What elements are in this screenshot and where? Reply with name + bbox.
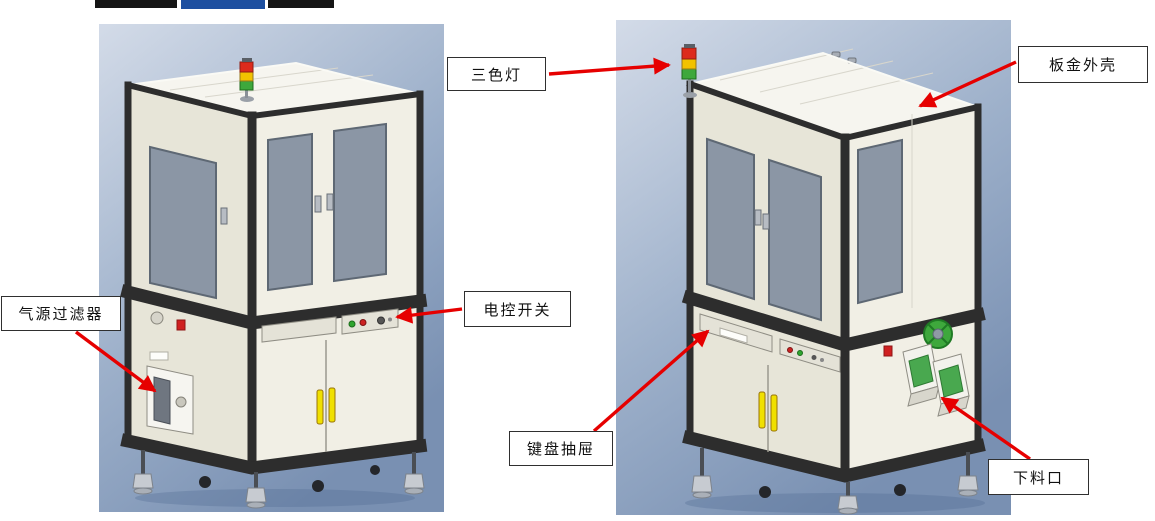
filter-dial: [175, 396, 187, 408]
door-handle-yellow: [770, 394, 778, 432]
door-handle-tab: [326, 193, 334, 211]
label-keyboard-drawer: 键盘抽屉: [509, 431, 613, 466]
top-face-seams: [719, 48, 934, 105]
label-discharge-outlet: 下料口: [988, 459, 1089, 495]
window-door-left-2: [768, 158, 822, 322]
air-filter-unit: [146, 311, 194, 435]
window-door-front-2: [333, 122, 387, 283]
door-handle-tab: [762, 213, 770, 230]
red-switch: [176, 319, 186, 331]
door-handle-tab: [314, 195, 322, 213]
indicator-dot: [388, 317, 392, 322]
cropped-heading-fragment-blue: [181, 0, 265, 9]
keyboard-drawer: [699, 313, 773, 353]
label-tricolor-light: 三色灯: [447, 57, 546, 91]
window-door-left-face: [149, 145, 217, 300]
arrow-tricolor-light: [548, 57, 671, 76]
sheet-metal-frame: [120, 61, 428, 475]
machine-rear-view: [681, 44, 986, 515]
door-handle-tab: [754, 209, 762, 226]
ground-shadow: [685, 493, 985, 513]
fan-icon: [923, 319, 953, 349]
machine-front-view: [120, 58, 428, 509]
drawer-label: [719, 327, 748, 344]
arrow-discharge-outlet: [940, 396, 1031, 461]
red-switch: [883, 345, 893, 357]
door-handle-yellow: [758, 391, 766, 429]
arrow-air-filter: [74, 330, 157, 393]
green-button: [348, 320, 356, 328]
arrow-sheet-metal-shell: [918, 60, 1017, 108]
window-door-left-1: [706, 137, 755, 301]
door-handle-tab: [220, 207, 228, 225]
cropped-heading-fragment: [268, 0, 334, 8]
electric-control-switch-panel: [341, 308, 399, 335]
label-air-filter: 气源过滤器: [1, 296, 121, 331]
arrow-keyboard-drawer: [592, 329, 710, 433]
filter-bowl: [153, 376, 171, 425]
callout-arrows: [74, 57, 1031, 461]
door-handle-yellow: [316, 389, 324, 425]
front-drawer-strip: [261, 316, 337, 343]
arrow-electric-switch: [395, 306, 463, 324]
label-sheet-metal-shell: 板金外壳: [1018, 46, 1148, 83]
pressure-gauge: [150, 311, 164, 325]
tricolor-light-icon: [681, 44, 697, 98]
cropped-heading-fragment: [95, 0, 177, 8]
key-switch: [811, 355, 817, 360]
ground-shadow: [135, 489, 415, 507]
window-door-front-1: [267, 132, 313, 292]
top-face-seams: [169, 67, 374, 98]
indicator-dot: [820, 358, 824, 362]
door-handle-yellow: [328, 387, 336, 423]
label-sticker: [149, 351, 169, 361]
key-switch: [377, 316, 385, 325]
leveling-feet: [132, 450, 425, 509]
red-button: [787, 347, 793, 353]
green-button: [797, 350, 803, 356]
leveling-feet: [691, 448, 979, 515]
red-button: [359, 319, 367, 326]
window-side-face: [857, 138, 903, 305]
electric-control-switch-panel: [779, 338, 841, 373]
label-electric-switch: 电控开关: [464, 291, 571, 327]
tricolor-light-icon: [239, 58, 254, 102]
